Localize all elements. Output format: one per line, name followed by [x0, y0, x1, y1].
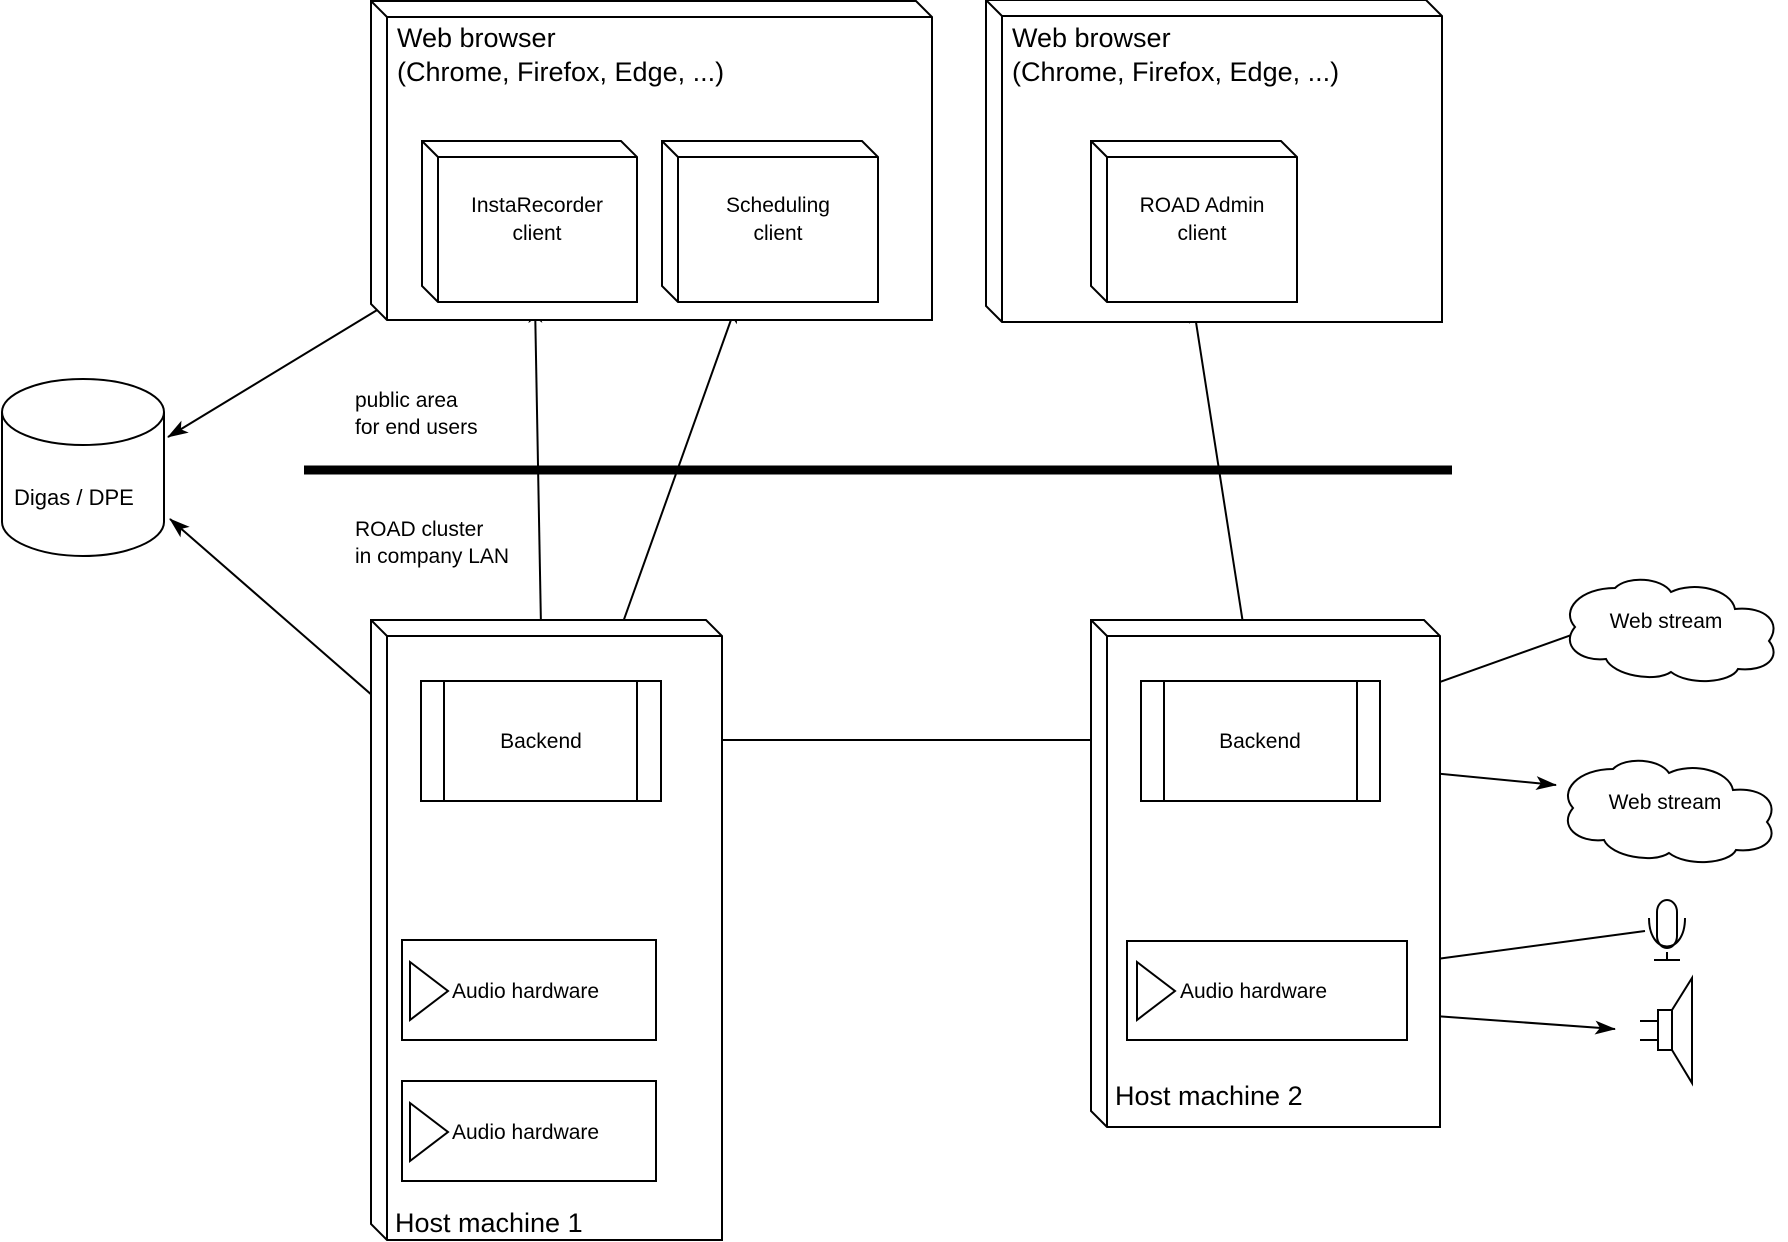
webstream2-label: Web stream: [1609, 791, 1722, 814]
backend2-component: Backend: [1140, 680, 1381, 802]
roadadmin-label-line1: ROAD Admin: [1140, 194, 1265, 217]
public-area-label-line1: public area: [355, 389, 458, 412]
scheduling-label-line2: client: [753, 222, 802, 245]
instarecorder-label-line2: client: [512, 222, 561, 245]
digas-dpe-label: Digas / DPE: [14, 485, 134, 510]
browser2-title-line2: (Chrome, Firefox, Edge, ...): [1012, 57, 1339, 87]
database-cylinder-top: [1, 378, 165, 446]
instarecorder-client-node: InstaRecorder client: [421, 140, 638, 303]
database-cylinder-body: [1, 412, 165, 558]
backend1-component: Backend: [420, 680, 662, 802]
web-stream-cloud-1: Web stream: [1568, 578, 1775, 683]
play-triangle-icon: [409, 959, 450, 1023]
road-cluster-label-line2: in company LAN: [355, 545, 509, 568]
browser1-title-line2: (Chrome, Firefox, Edge, ...): [397, 57, 724, 87]
audio-hardware-2-label: Audio hardware: [1180, 980, 1327, 1003]
audio-hardware-1a-label: Audio hardware: [452, 980, 599, 1003]
webstream1-label: Web stream: [1610, 610, 1723, 633]
arrow-mic-audiohw2: [1406, 930, 1646, 968]
instarecorder-label-line1: InstaRecorder: [471, 194, 603, 217]
backend2-label: Backend: [1219, 730, 1301, 753]
roadadmin-label-line2: client: [1177, 222, 1226, 245]
scheduling-label-line1: Scheduling: [726, 194, 830, 217]
road-admin-client-node: ROAD Admin client: [1090, 140, 1298, 303]
host-machine-1-node: Host machine 1 Backend Audio hardware Au…: [370, 619, 723, 1241]
audio-hardware-1a: Audio hardware: [401, 939, 657, 1041]
host1-label: Host machine 1: [395, 1208, 583, 1238]
play-triangle-icon: [1136, 959, 1177, 1023]
arrow-roadadmin-backend2: [1189, 302, 1256, 682]
speaker-icon: [1640, 974, 1693, 1087]
audio-hardware-2: Audio hardware: [1126, 940, 1408, 1041]
digas-dpe-database: Digas / DPE: [1, 378, 165, 558]
audio-hardware-1b: Audio hardware: [401, 1080, 657, 1182]
web-stream-cloud-2: Web stream: [1566, 759, 1773, 864]
browser2-title-line1: Web browser: [1012, 23, 1171, 53]
backend1-label: Backend: [500, 730, 582, 753]
web-browser-node-1: Web browser (Chrome, Firefox, Edge, ...)…: [370, 0, 933, 321]
arrow-audiohw2-speaker: [1406, 1013, 1616, 1035]
host-machine-2-node: Host machine 2 Backend Audio hardware: [1090, 619, 1441, 1128]
web-browser-node-2: Web browser (Chrome, Firefox, Edge, ...)…: [985, 0, 1443, 323]
browser1-title-line1: Web browser: [397, 23, 556, 53]
microphone-icon: [1648, 899, 1686, 961]
scheduling-client-node: Scheduling client: [661, 140, 879, 303]
public-area-label-line2: for end users: [355, 416, 478, 439]
play-triangle-icon: [409, 1100, 450, 1164]
host2-label: Host machine 2: [1115, 1081, 1303, 1111]
arrow-scheduling-backend1: [601, 302, 738, 682]
audio-hardware-1b-label: Audio hardware: [452, 1121, 599, 1144]
arrow-instarecorder-backend1: [528, 302, 549, 682]
road-cluster-label-line1: ROAD cluster: [355, 518, 483, 541]
